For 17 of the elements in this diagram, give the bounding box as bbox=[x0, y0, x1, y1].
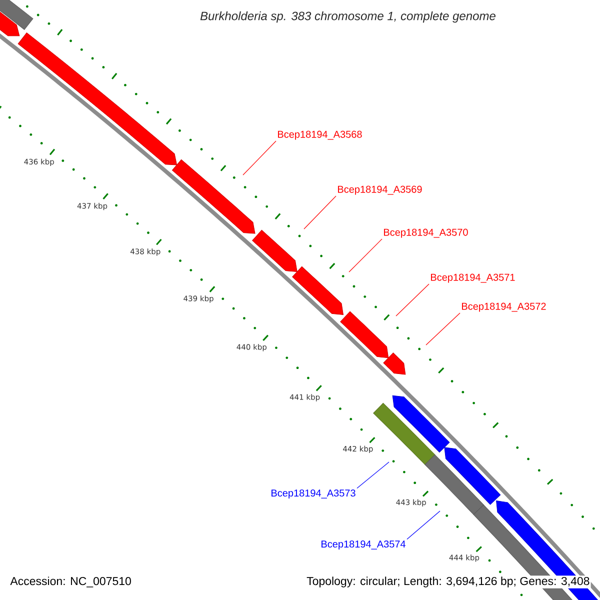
title: Burkholderia sp. 383 chromosome 1, complete genome bbox=[200, 11, 496, 23]
gene-label: Bcep18194_A3574 bbox=[322, 540, 406, 550]
leader-line bbox=[348, 238, 382, 272]
leader-line bbox=[396, 284, 430, 316]
leader-line bbox=[242, 140, 276, 176]
gene-label: Bcep18194_A3571 bbox=[431, 274, 515, 283]
gene-label: Bcep18194_A3573 bbox=[272, 489, 356, 499]
gene-label: Bcep18194_A3572 bbox=[462, 302, 546, 312]
leader-line bbox=[406, 510, 440, 540]
leader-line bbox=[356, 462, 390, 489]
gene-label: Bcep18194_A3570 bbox=[384, 228, 468, 238]
genome-stats-text: Topology: circular; Length: 3,694,126 bp; Genes: 3,408 bbox=[306, 576, 591, 588]
gene-label: Bcep18194_A3568 bbox=[278, 130, 362, 140]
leader-line bbox=[426, 312, 460, 346]
gene-label: Bcep18194_A3569 bbox=[338, 186, 422, 195]
accession-text: Accession: NC_007510 bbox=[10, 576, 131, 588]
leader-line bbox=[304, 196, 336, 230]
